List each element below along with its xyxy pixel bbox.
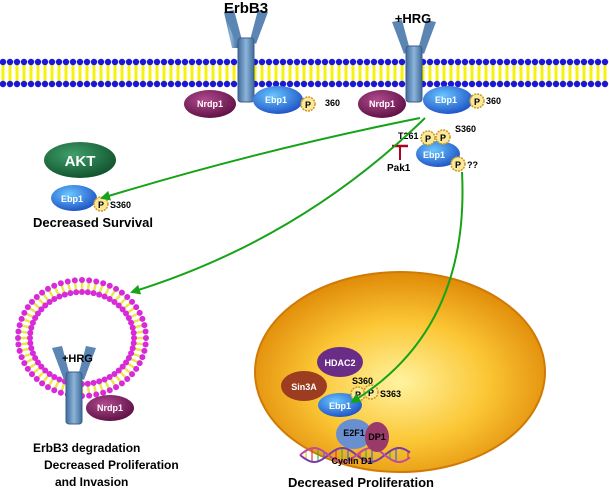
nrdp1-label-left: Nrdp1: [197, 99, 223, 109]
erbb3-title: ErbB3: [224, 0, 268, 17]
phospho-right: [469, 93, 485, 109]
nrdp1-label-right: Nrdp1: [369, 99, 395, 109]
e2f1-shape: [336, 419, 372, 449]
site-s360-nucleus: S360: [352, 376, 373, 386]
nrdp1-shape-left: [184, 90, 236, 118]
ebp1-shape-left: [253, 86, 303, 114]
hrg-vesicle-label: +HRG: [62, 353, 93, 365]
arrow-to-vesicle: [130, 117, 426, 295]
erbb3-receptor-right: [392, 20, 436, 103]
phospho-left: [300, 96, 316, 112]
nrdp1-shape-vesicle: [86, 395, 134, 421]
decreased-proliferation-caption: Decreased Proliferation: [288, 475, 434, 490]
ebp1-shape-released: [416, 141, 460, 167]
e2f1-label: E2F1: [343, 428, 365, 438]
ebp1-label-nucleus: Ebp1: [329, 401, 351, 411]
dp1-label: DP1: [368, 432, 386, 442]
pak1-label: Pak1: [387, 163, 411, 174]
dp1-shape: [365, 422, 389, 452]
phospho-c1: [420, 130, 436, 146]
phospho-n2: [363, 384, 379, 400]
phospho-c3-label: P: [455, 160, 461, 170]
akt-shape: [44, 142, 116, 178]
hdac2-label: HDAC2: [324, 358, 355, 368]
phospho-akt: [93, 196, 109, 212]
erbb3-receptor-left: [224, 10, 268, 103]
nrdp1-shape-right: [358, 90, 406, 118]
plasma-membrane: [0, 58, 609, 88]
site-s360-released: S360: [455, 124, 476, 134]
phospho-right-label: P: [474, 97, 480, 107]
phospho-c2-label: P: [440, 133, 446, 143]
akt-label: AKT: [65, 153, 96, 170]
and-invasion-caption: and Invasion: [55, 475, 129, 489]
decreased-survival-caption: Decreased Survival: [33, 215, 153, 230]
site-s363: S363: [380, 389, 401, 399]
phospho-c2: [435, 129, 451, 145]
phospho-c1-label: P: [425, 134, 431, 144]
site-unknown: ??: [467, 160, 478, 170]
ebp1-label-released: Ebp1: [423, 150, 445, 160]
phospho-c3: [450, 156, 466, 172]
erbb3-receptor-vesicle: [52, 346, 96, 425]
ebp1-label-akt: Ebp1: [61, 194, 83, 204]
hrg-title: +HRG: [395, 11, 431, 26]
ebp1-shape-right: [423, 86, 473, 114]
arrow-to-akt: [100, 117, 421, 201]
site-360-right: 360: [486, 96, 501, 106]
phospho-akt-label: P: [98, 200, 104, 210]
cyclin-d1-label: Cyclin D1: [331, 456, 372, 466]
site-s360-akt: S360: [110, 200, 131, 210]
ebp1-shape-akt: [51, 185, 97, 211]
sin3a-shape: [281, 371, 327, 401]
arrow-to-nucleus: [350, 171, 464, 404]
nrdp1-label-vesicle: Nrdp1: [97, 403, 123, 413]
ebp1-label-right: Ebp1: [435, 95, 457, 105]
phospho-left-label: P: [305, 100, 311, 110]
ebp1-label-left: Ebp1: [265, 95, 287, 105]
erbb3-degradation-caption: ErbB3 degradation: [33, 441, 141, 455]
decreased-proliferation-invasion-caption: Decreased Proliferation: [44, 458, 179, 472]
site-t261: T261: [398, 131, 419, 141]
site-360-left: 360: [325, 98, 340, 108]
phospho-n2-label: P: [368, 388, 374, 398]
nucleus: [254, 271, 546, 473]
hdac2-shape: [317, 347, 363, 377]
sin3a-label: Sin3A: [291, 382, 317, 392]
